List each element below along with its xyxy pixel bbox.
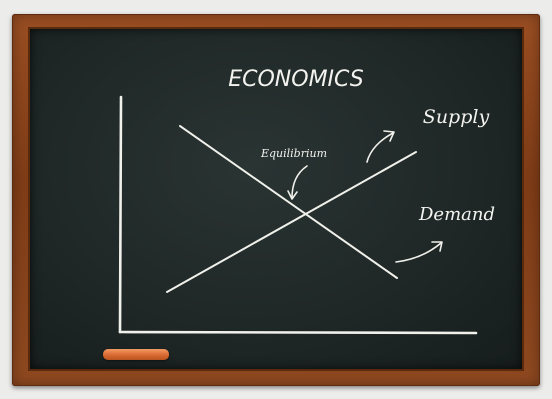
board-title: ECONOMICS (228, 67, 364, 92)
chalkboard-surface (30, 29, 522, 369)
y-axis (118, 95, 123, 334)
supply-arrow (366, 130, 395, 163)
supply-line (166, 151, 417, 293)
chalk-stick (103, 349, 169, 360)
demand-line (179, 125, 398, 279)
supply-label: Supply (423, 106, 490, 128)
demand-label: Demand (418, 204, 495, 225)
demand-arrow (395, 241, 443, 263)
x-axis (118, 330, 478, 335)
equilibrium-arrow (287, 165, 308, 200)
equilibrium-label: Equilibrium (260, 147, 327, 160)
